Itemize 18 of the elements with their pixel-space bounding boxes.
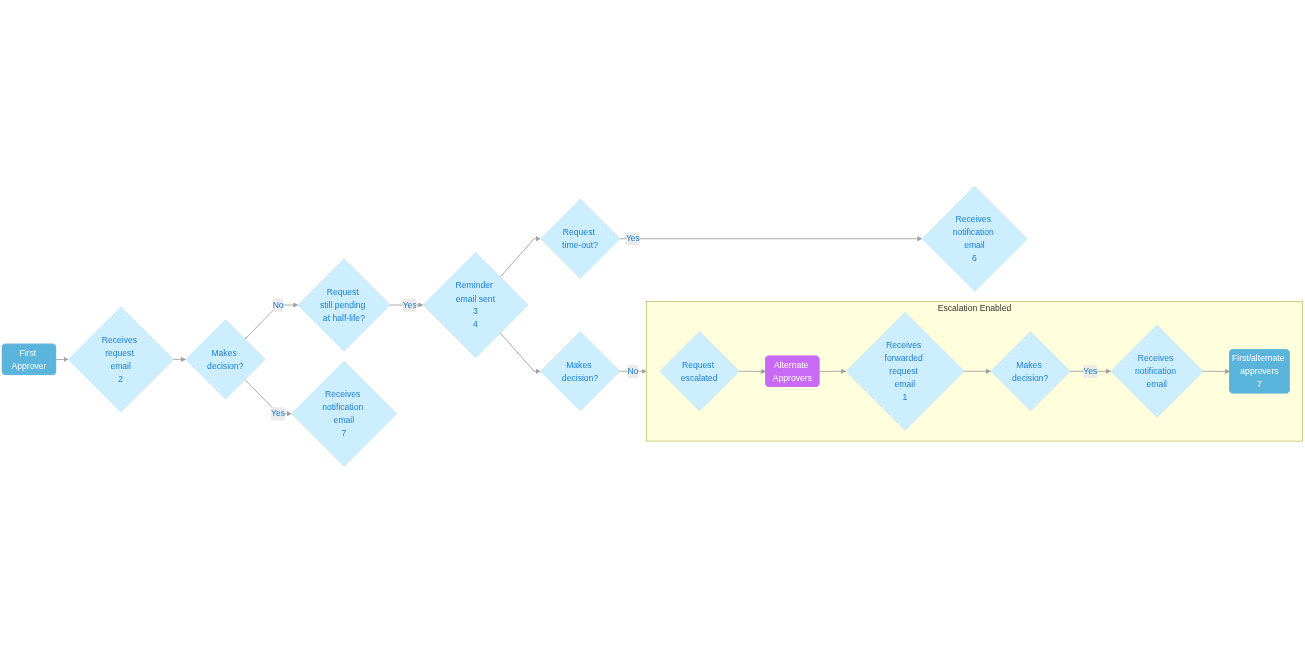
node-diamond: Request escalated [659, 331, 740, 411]
edge-label: Yes [271, 408, 286, 418]
node-diamond: Receives notification email 7 [291, 360, 397, 467]
edge-label: No [272, 299, 284, 310]
node-diamond: Receives notification email [1110, 324, 1204, 418]
node-diamond: Makes decision? [990, 331, 1071, 411]
node-diamond: Reminder email sent 3 4 [423, 252, 529, 358]
node-diamond: Makes decision? [540, 331, 621, 411]
node-diamond: Request still pending at half-life? [297, 258, 391, 352]
node-diamond: Receives notification email 6 [922, 185, 1028, 292]
node-diamond: Receives forwarded request email 1 [845, 311, 965, 431]
node-diamond: Request time-out? [540, 198, 621, 279]
edge-label: Yes [1083, 365, 1098, 376]
edge-label: Yes [402, 299, 417, 310]
edge-label: Yes [625, 233, 640, 243]
node-diamond: Receives request email 2 [68, 306, 174, 412]
node-diamond: Makes decision? [185, 319, 266, 399]
edge-label: No [627, 365, 639, 376]
